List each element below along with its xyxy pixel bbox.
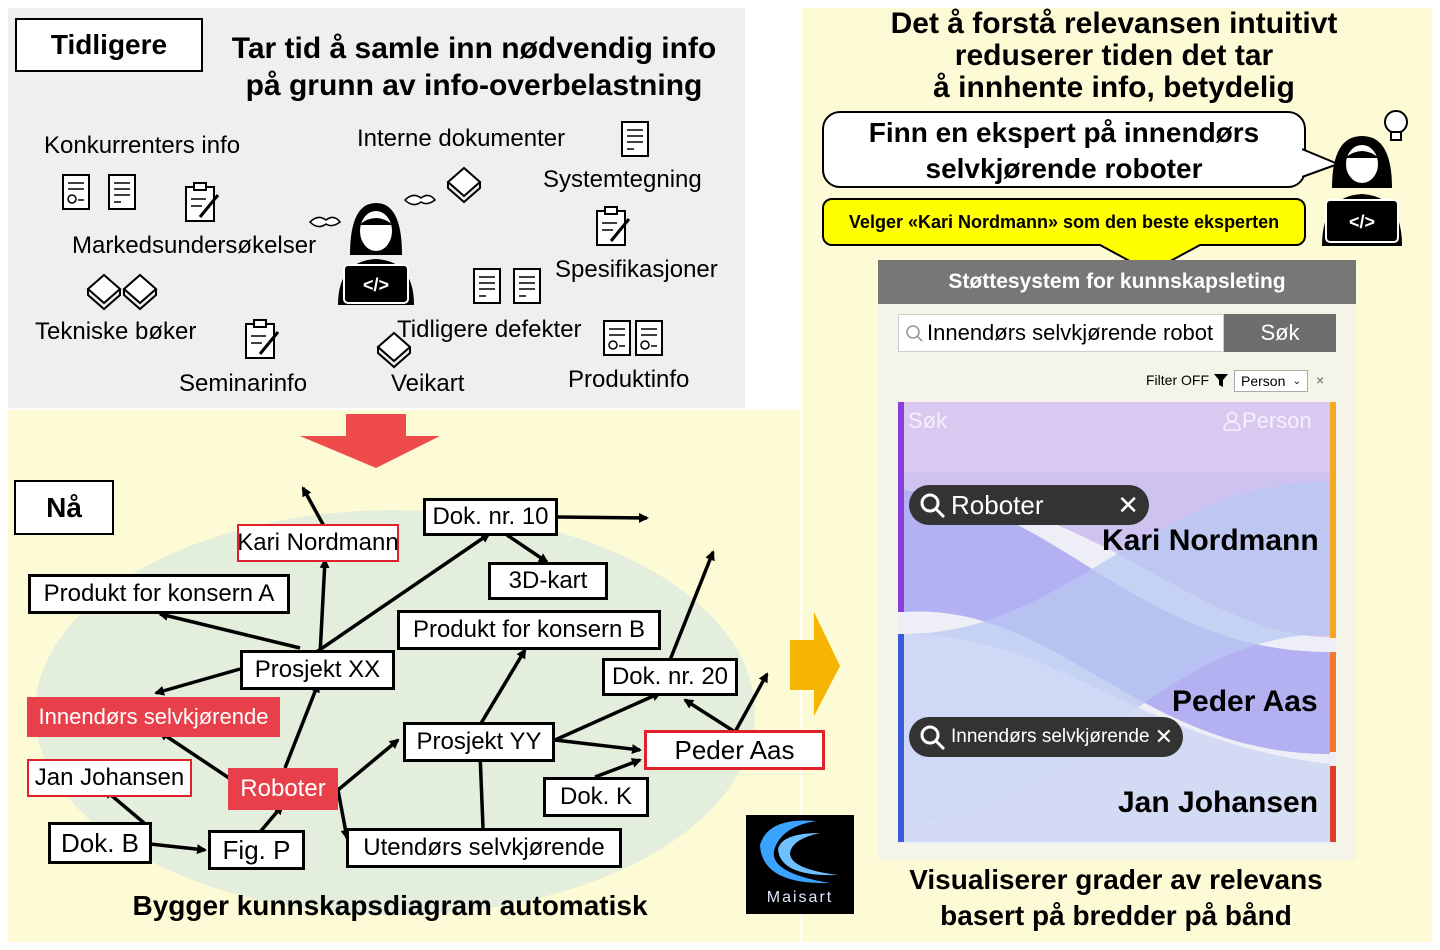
right-caption-line1: Visualiserer grader av relevans <box>909 864 1323 895</box>
node-utendors: Utendørs selvkjørende <box>346 828 622 868</box>
before-label: Tidligere <box>15 18 203 72</box>
node-produkt-a: Produkt for konsern A <box>28 574 290 614</box>
chip-innendors-label: Innendørs selvkjørende <box>951 726 1150 747</box>
sankey-node-jan <box>1330 766 1336 842</box>
search-value: Innendørs selvkjørende robot <box>927 320 1214 345</box>
info-marked: Markedsundersøkelser <box>72 232 317 259</box>
search-button[interactable]: Søk <box>1224 314 1336 352</box>
chevron-down-icon: ⌄ <box>1292 375 1301 387</box>
sankey-person-jan: Jan Johansen <box>1118 786 1319 819</box>
query-bubble: Finn en ekspert på innendørs selvkjørend… <box>822 111 1306 188</box>
search-icon <box>920 725 946 751</box>
user-icon <box>1223 411 1241 431</box>
selection-banner: Velger «Kari Nordmann» som den beste eks… <box>822 198 1306 246</box>
node-dok-10: Dok. nr. 10 <box>423 498 558 536</box>
sankey-right-label: Person <box>1222 408 1312 434</box>
right-caption: Visualiserer grader av relevans basert p… <box>850 862 1382 934</box>
svg-text:</>: </> <box>1349 212 1375 232</box>
right-caption-line2: basert på bredder på bånd <box>940 900 1292 931</box>
info-spesifikasjoner: Spesifikasjoner <box>555 256 718 283</box>
info-veikart: Veikart <box>391 370 465 397</box>
bubble-line1: Finn en ekspert på innendørs <box>868 117 1260 148</box>
info-system: Systemtegning <box>543 166 702 193</box>
chip-roboter-label: Roboter <box>951 489 1044 520</box>
now-caption: Bygger kunnskapsdiagram automatisk <box>132 890 648 921</box>
search-input[interactable]: Innendørs selvkjørende robot <box>898 314 1224 352</box>
right-title-line1: Det å forstå relevansen intuitivt <box>890 7 1338 40</box>
sankey-person-kari: Kari Nordmann <box>1102 524 1319 557</box>
close-icon[interactable]: × <box>1316 372 1325 388</box>
info-interne: Interne dokumenter <box>357 125 566 152</box>
sankey-person-peder: Peder Aas <box>1172 685 1318 718</box>
info-tekniske: Tekniske bøker <box>35 318 197 345</box>
before-title-line2: på grunn av info-overbelastning <box>245 69 703 102</box>
sankey-left-label: Søk <box>908 408 948 433</box>
close-icon[interactable]: ✕ <box>1117 489 1139 520</box>
filter-icon <box>1214 374 1228 387</box>
node-dok-b: Dok. B <box>48 822 152 864</box>
info-konkurrent: Konkurrenters info <box>44 132 241 159</box>
sankey-diagram <box>898 402 1336 844</box>
filter-label: Filter OFF <box>1146 372 1209 388</box>
maisart-swoosh-icon <box>760 820 838 884</box>
node-dok-20: Dok. nr. 20 <box>602 658 738 696</box>
now-label: Nå <box>14 480 114 535</box>
node-prosjekt-xx: Prosjekt XX <box>240 650 395 690</box>
node-peder-aas: Peder Aas <box>644 730 825 770</box>
chip-innendors[interactable]: Innendørs selvkjørende ✕ <box>909 717 1183 757</box>
search-icon <box>920 493 946 519</box>
sankey-node-roboter <box>898 402 904 612</box>
person-lightbulb-icon: </> <box>1322 110 1408 246</box>
person-select[interactable]: Person ⌄ <box>1234 370 1308 392</box>
person-computer-icon: </> <box>338 203 414 305</box>
maisart-logo: Maisart <box>746 815 854 914</box>
svg-text:</>: </> <box>363 275 389 295</box>
info-defekter: Tidligere defekter <box>397 316 582 343</box>
bubble-line2: selvkjørende roboter <box>925 153 1203 184</box>
right-title-line3: å innhente info, betydelig <box>933 71 1295 104</box>
info-seminar: Seminarinfo <box>179 370 308 397</box>
info-produkt: Produktinfo <box>568 366 690 393</box>
node-3d-kart: 3D-kart <box>488 562 608 600</box>
node-roboter: Roboter <box>228 768 338 810</box>
node-jan-johansen: Jan Johansen <box>27 759 192 797</box>
filter-toggle[interactable]: Filter OFF <box>1146 372 1231 388</box>
right-title: Det å forstå relevansen intuitivt reduse… <box>808 8 1420 104</box>
close-icon[interactable]: ✕ <box>1154 724 1173 749</box>
node-innendors: Innendørs selvkjørende <box>27 697 280 737</box>
node-kari-nordmann: Kari Nordmann <box>237 524 399 562</box>
maisart-logo-text: Maisart <box>766 889 834 906</box>
down-arrow-icon <box>300 414 440 468</box>
right-arrow-icon <box>790 612 840 716</box>
node-prosjekt-yy: Prosjekt YY <box>403 722 555 762</box>
node-fig-p: Fig. P <box>208 830 305 870</box>
system-title: Støttesystem for kunnskapsleting <box>878 260 1356 304</box>
search-icon <box>906 325 923 342</box>
sankey-node-innendors <box>898 634 904 842</box>
sankey-right-text: Person <box>1242 408 1312 433</box>
before-title: Tar tid å samle inn nødvendig info på gr… <box>210 30 738 104</box>
sankey-node-peder <box>1330 652 1336 752</box>
before-title-line1: Tar tid å samle inn nødvendig info <box>231 32 717 65</box>
right-title-line2: reduserer tiden det tar <box>954 39 1274 72</box>
node-dok-k: Dok. K <box>543 777 649 817</box>
chip-roboter[interactable]: Roboter ✕ <box>909 485 1149 525</box>
person-select-value: Person <box>1241 373 1286 389</box>
node-produkt-b: Produkt for konsern B <box>397 610 661 650</box>
sankey-node-kari <box>1330 402 1336 638</box>
knowledge-graph-edges <box>103 486 769 855</box>
